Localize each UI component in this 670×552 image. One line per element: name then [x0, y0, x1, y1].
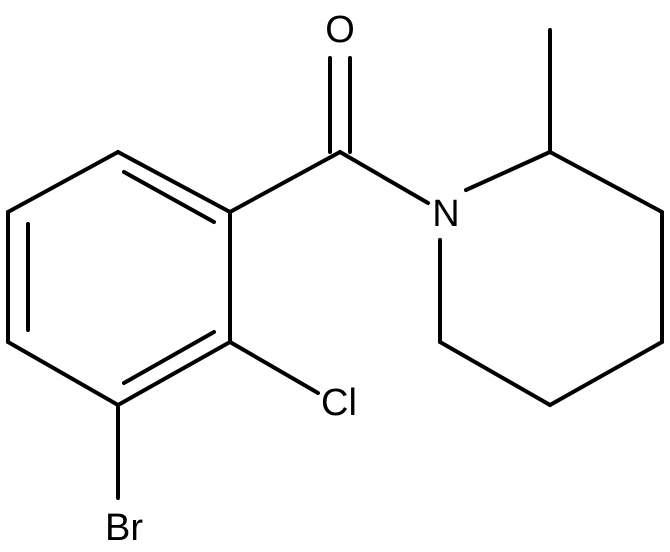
bond-c4-to-c5 [548, 340, 664, 407]
bond-ring-lower-right [116, 340, 232, 407]
bond-ring-to-chlorine [228, 340, 320, 395]
benzene-ring [6, 150, 232, 407]
nitrogen-label: N [432, 193, 459, 235]
bond-c5-to-c6 [438, 340, 552, 407]
bond-ring-to-carbonyl [228, 150, 342, 214]
bond-ring-upper-left [6, 150, 120, 214]
bond-ring-top [116, 150, 232, 214]
bond-c2-to-c3 [548, 150, 664, 214]
chlorine-label: Cl [321, 382, 357, 424]
oxygen-label: O [325, 9, 355, 51]
bond-ring-top-inner [122, 170, 216, 224]
bond-ring-lower-left [6, 340, 120, 407]
piperidine-ring [438, 150, 664, 407]
bromine-label: Br [105, 507, 143, 549]
bond-ring-lower-right-inner [122, 330, 216, 385]
bond-n-to-c2 [464, 150, 552, 192]
bond-carbonyl-to-nitrogen [338, 150, 430, 205]
